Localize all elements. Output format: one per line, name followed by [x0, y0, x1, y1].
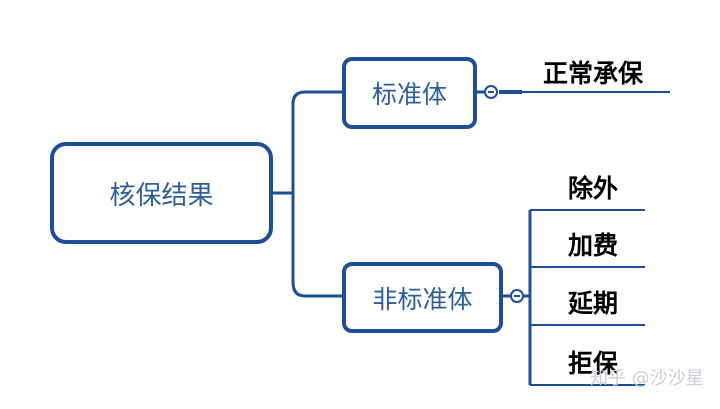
branch-node-nonstandard-label: 非标准体 — [372, 284, 473, 314]
root-node-label: 核保结果 — [109, 180, 214, 211]
root-node[interactable]: 核保结果 — [50, 142, 273, 244]
branch-node-nonstandard[interactable]: 非标准体 — [342, 262, 503, 333]
connector-to-nonstandard — [291, 193, 342, 298]
leaf-node-surcharge[interactable]: 加费 — [568, 231, 619, 260]
collapse-toggle-standard[interactable] — [484, 85, 498, 99]
leaf-node-exclusion[interactable]: 除外 — [568, 174, 619, 203]
leaf-node-postpone[interactable]: 延期 — [568, 289, 619, 318]
watermark: 知乎 @沙沙星 — [590, 368, 704, 389]
connector-to-standard — [291, 90, 342, 193]
branch-node-standard-label: 标准体 — [371, 80, 447, 109]
leaf-node-standard[interactable]: 正常承保 — [543, 59, 644, 88]
leaf-node-decline[interactable]: 拒保 — [568, 349, 619, 378]
collapse-toggle-nonstandard[interactable] — [510, 289, 524, 303]
branch-node-standard[interactable]: 标准体 — [342, 57, 477, 129]
